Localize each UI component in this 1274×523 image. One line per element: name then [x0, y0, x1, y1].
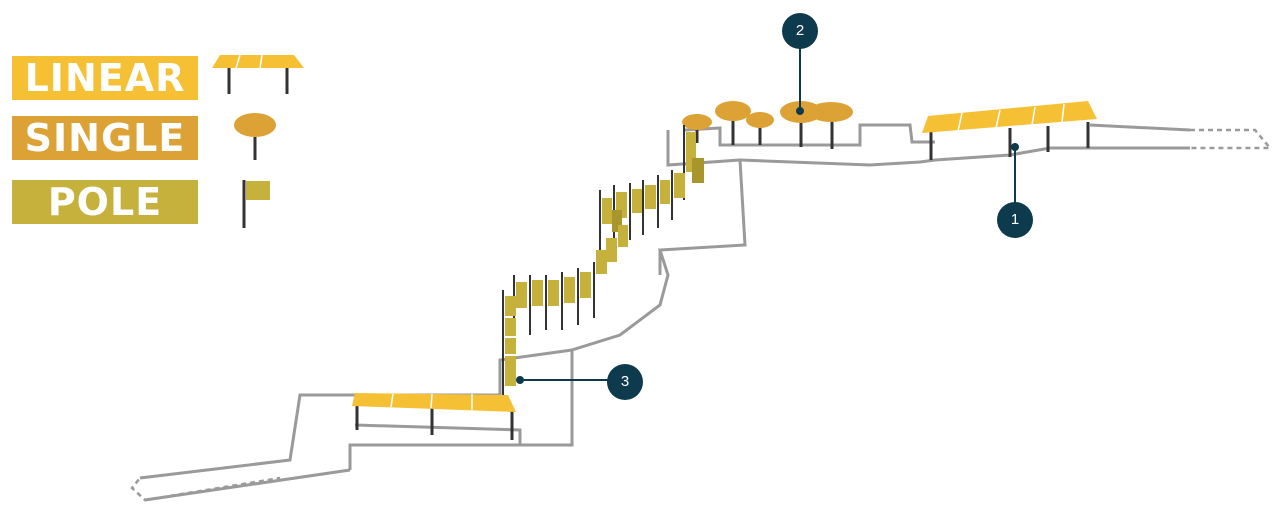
linear-canopy-icon [212, 54, 304, 94]
legend-pole-label: POLE [12, 180, 198, 224]
linear-canopy-left [352, 393, 516, 440]
legend-single-label: SINGLE [12, 116, 198, 160]
pole-flag-row [502, 125, 704, 395]
single-umbrella-icon [234, 113, 276, 160]
legend-linear-label: LINEAR [12, 56, 198, 100]
callout-marker-3: 3 [607, 364, 643, 400]
pole-flag-icon [242, 180, 270, 228]
callout-leaders [516, 47, 1019, 384]
single-umbrella-cluster [682, 101, 853, 149]
linear-canopy-right [922, 101, 1097, 160]
walkway-dashed-ends [130, 128, 1273, 502]
callout-marker-2: 2 [782, 13, 818, 49]
callout-marker-1: 1 [997, 202, 1033, 238]
